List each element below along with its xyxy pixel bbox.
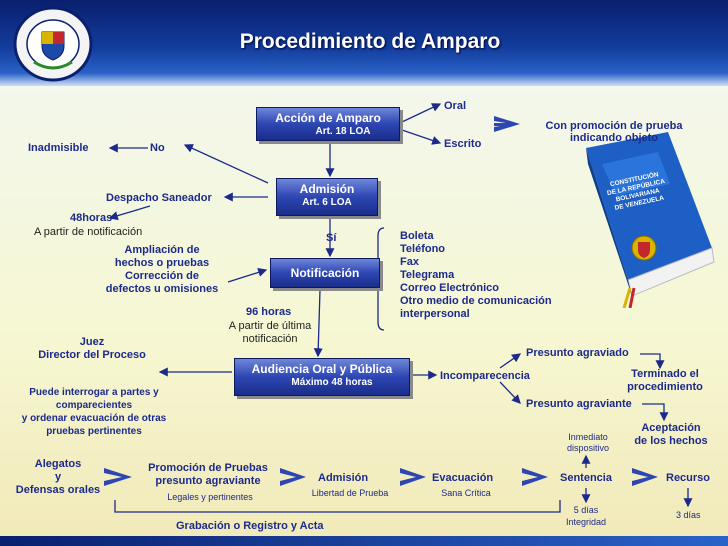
ampliacion-label: Ampliación de hechos o pruebas Correcció…: [94, 244, 230, 296]
oral-label: Oral: [444, 100, 467, 112]
evacuacion-label: Evacuación: [432, 472, 494, 484]
audiencia-ref: Máximo 48 horas: [291, 377, 373, 388]
admision-title: Admisión: [299, 182, 355, 196]
terminado-label: Terminado el procedimiento: [610, 368, 720, 394]
ampliacion-line-2: hechos o pruebas: [114, 257, 210, 269]
medio-otro: Otro medio de comunicación: [400, 295, 552, 307]
ampliacion-line-1: Ampliación de: [124, 244, 200, 256]
medio-fax: Fax: [400, 256, 419, 268]
medio-interpersonal: interpersonal: [400, 308, 470, 320]
inmediato-line-1: Inmediato: [568, 432, 608, 442]
notificacion-title: Notificación: [290, 266, 360, 280]
promocion-line-1: Con promoción de prueba: [545, 120, 683, 132]
sentencia-label: Sentencia: [560, 472, 612, 484]
plazo-96h-label: 96 horas: [246, 306, 292, 318]
accion-ref: Art. 18 LOA: [315, 126, 371, 137]
plazo-5-dias-line-2: Integridad: [565, 517, 607, 527]
terminado-line-1: Terminado el: [631, 368, 699, 380]
partir-ultima-label: A partir de última notificación: [220, 320, 320, 346]
no-label: No: [150, 142, 165, 154]
interrogar-label: Puede interrogar a partes y comparecient…: [8, 386, 180, 438]
accion-title: Acción de Amparo: [275, 111, 381, 125]
interrogar-line-1: Puede interrogar a partes y: [29, 387, 159, 398]
incomparecencia-label: Incomparecencia: [440, 370, 530, 382]
promocion-pruebas-line-2: presunto agraviante: [155, 475, 261, 487]
aceptacion-label: Aceptación de los hechos: [616, 422, 726, 448]
alegatos-line-2: y: [54, 471, 62, 483]
inadmisible-label: Inadmisible: [28, 142, 89, 154]
partir-ultima-line-1: A partir de última: [228, 320, 312, 332]
university-seal: [12, 4, 94, 84]
medio-telegrama: Telegrama: [400, 269, 455, 281]
terminado-line-2: procedimiento: [627, 381, 703, 393]
promocion-line-2: indicando objeto: [570, 132, 658, 144]
page-title: Procedimiento de Amparo: [239, 30, 501, 53]
plazo-5-dias-line-1: 5 días: [573, 505, 599, 515]
legales-label: Legales y pertinentes: [167, 492, 253, 502]
inmediato-line-2: dispositivo: [566, 443, 610, 453]
ampliacion-line-4: defectos u omisiones: [105, 283, 219, 295]
interrogar-line-2: comparecientes: [55, 400, 133, 411]
interrogar-line-3: y ordenar evacuación de otras: [21, 413, 167, 424]
juez-line-1: Juez: [79, 336, 105, 348]
medio-telefono: Teléfono: [400, 243, 446, 255]
alegatos-label: Alegatos y Defensas orales: [8, 458, 108, 497]
inmediato-label: Inmediato dispositivo: [556, 432, 620, 454]
audiencia-box: Audiencia Oral y Pública Máximo 48 horas: [234, 358, 410, 396]
libertad-prueba-label: Libertad de Prueba: [311, 488, 389, 498]
notificacion-box: Notificación: [270, 258, 380, 288]
juez-label: Juez Director del Proceso: [24, 336, 160, 362]
despacho-saneador-label: Despacho Saneador: [106, 192, 212, 204]
promocion-prueba-label: Con promoción de prueba indicando objeto: [534, 120, 694, 144]
alegatos-line-1: Alegatos: [34, 458, 82, 470]
juez-line-2: Director del Proceso: [38, 349, 146, 361]
medio-boleta: Boleta: [400, 230, 434, 242]
admision-box: Admisión Art. 6 LOA: [276, 178, 378, 216]
aceptacion-line-2: de los hechos: [634, 435, 708, 447]
admision-prueba-label: Admisión: [318, 472, 369, 484]
accion-amparo-box: Acción de Amparo Art. 18 LOA: [256, 107, 400, 141]
medios-list: Boleta Teléfono Fax Telegrama Correo Ele…: [400, 230, 552, 321]
presunto-agraviado-label: Presunto agraviado: [526, 347, 629, 359]
escrito-label: Escrito: [444, 138, 482, 150]
promocion-pruebas-line-1: Promoción de Pruebas: [148, 462, 268, 474]
constitution-book-image: CONSTITUCIÓN DE LA REPÚBLICA BOLIVARIANA…: [572, 130, 722, 309]
si-label: Sí: [326, 232, 337, 244]
interrogar-line-4: pruebas pertinentes: [46, 426, 142, 437]
partir-notificacion-label: A partir de notificación: [34, 226, 143, 238]
promocion-pruebas-label: Promoción de Pruebas presunto agraviante: [138, 462, 278, 488]
footer-bar: [0, 536, 728, 546]
medio-correo: Correo Electrónico: [400, 282, 500, 294]
grabacion-label: Grabación o Registro y Acta: [176, 520, 324, 532]
plazo-48h-label: 48horas: [70, 212, 113, 224]
admision-ref: Art. 6 LOA: [302, 197, 352, 208]
alegatos-line-3: Defensas orales: [15, 484, 101, 496]
header-banner: [0, 0, 728, 86]
audiencia-title: Audiencia Oral y Pública: [251, 362, 393, 376]
partir-ultima-line-2: notificación: [242, 333, 298, 345]
aceptacion-line-1: Aceptación: [641, 422, 701, 434]
plazo-3-dias-label: 3 días: [676, 510, 701, 520]
plazo-5-dias-label: 5 días Integridad: [554, 504, 618, 528]
presunto-agraviante-label: Presunto agraviante: [526, 398, 632, 410]
ampliacion-line-3: Corrección de: [125, 270, 199, 282]
recurso-label: Recurso: [666, 472, 711, 484]
sana-critica-label: Sana Crítica: [441, 488, 491, 498]
